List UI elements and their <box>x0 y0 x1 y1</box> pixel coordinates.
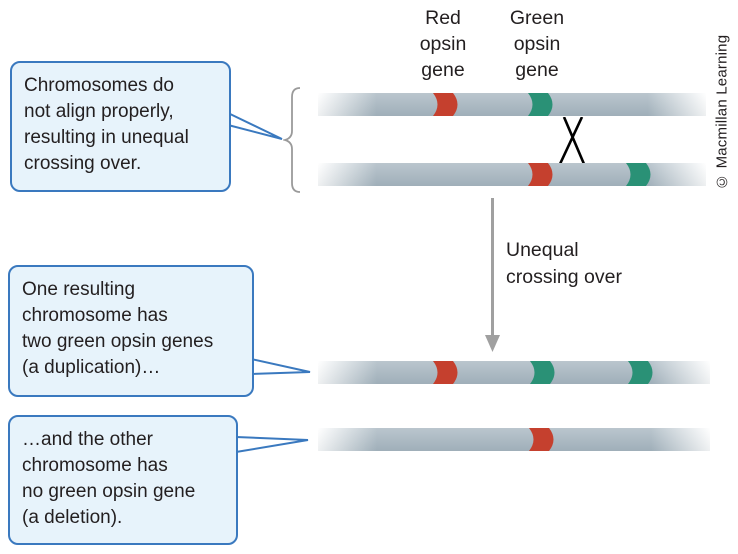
chromosome-parent-bottom <box>318 163 706 186</box>
chromosome-result-duplication <box>318 361 710 384</box>
callout-pointer <box>227 112 283 140</box>
red-opsin-gene-segment <box>527 163 557 186</box>
red-opsin-gene-segment <box>432 93 462 116</box>
green-opsin-gene-segment <box>627 361 657 384</box>
red-opsin-gene-label: Red opsin gene <box>419 7 467 81</box>
chromosome-result-deletion <box>318 428 710 451</box>
brace <box>283 87 301 193</box>
copyright-notice: © Macmillan Learning <box>713 34 731 190</box>
green-opsin-gene-label: Green opsin gene <box>509 7 565 81</box>
callout-pointer <box>235 436 309 453</box>
green-opsin-gene-segment <box>527 93 557 116</box>
process-label: Unequal crossing over <box>506 239 622 288</box>
red-opsin-gene-segment <box>528 428 558 451</box>
green-opsin-gene-segment <box>625 163 655 186</box>
crossover-x-icon <box>558 117 586 164</box>
down-arrow-icon <box>485 198 500 352</box>
red-opsin-gene-segment <box>432 361 462 384</box>
callout-misalignment: Chromosomes do not align properly, resul… <box>10 61 231 192</box>
green-opsin-gene-segment <box>529 361 559 384</box>
callout-deletion: …and the other chromosome has no green o… <box>8 415 238 545</box>
callout-pointer <box>250 358 311 375</box>
chromosome-parent-top <box>318 93 706 116</box>
callout-duplication: One resulting chromosome has two green o… <box>8 265 254 397</box>
